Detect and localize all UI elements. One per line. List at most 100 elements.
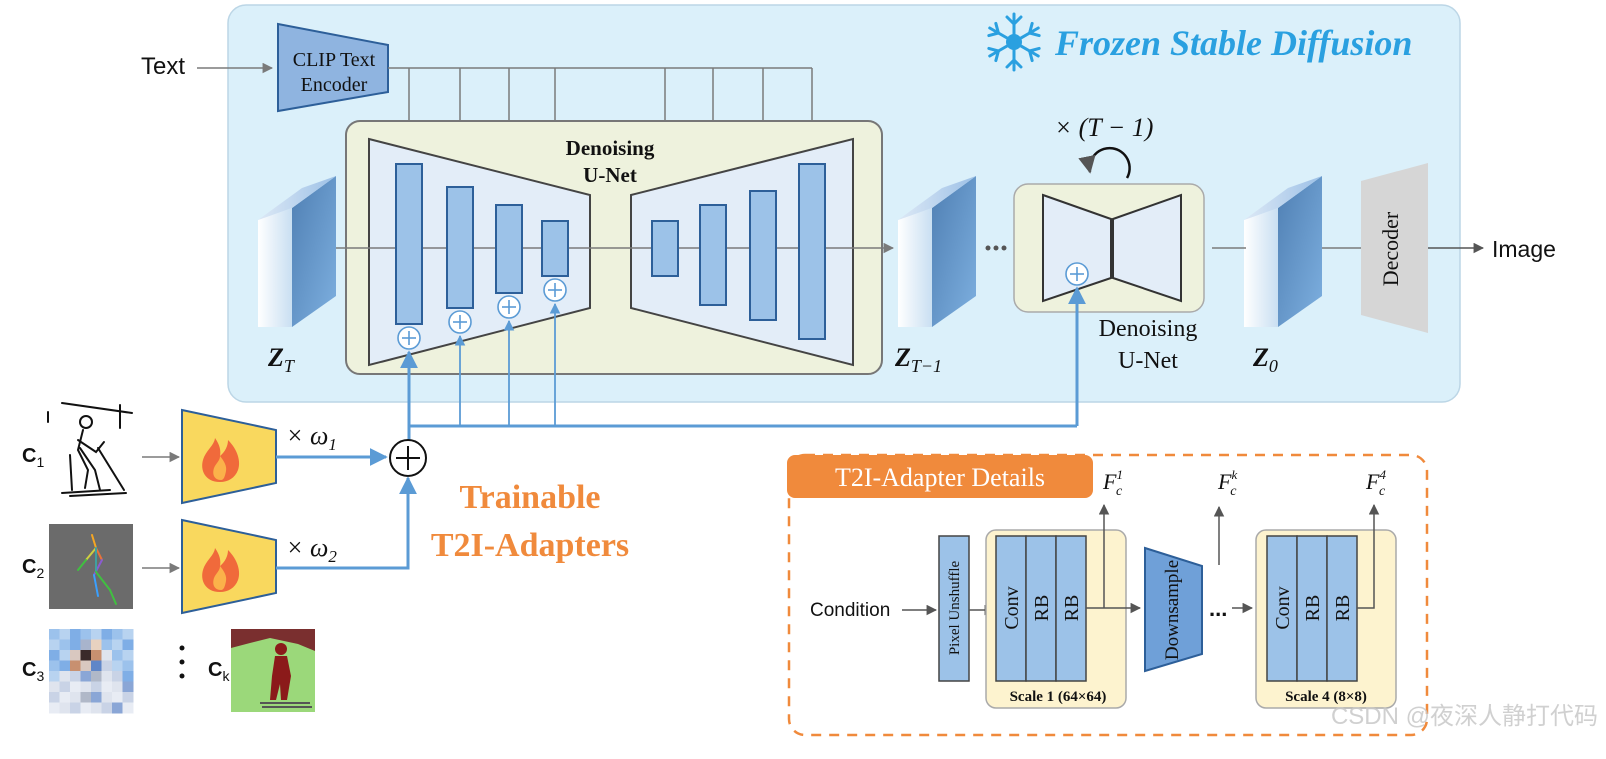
adapter-feature-lines: [400, 286, 1086, 440]
pixel-cell: [122, 671, 134, 682]
adapter-2: [181, 518, 277, 615]
pixel-cell: [59, 650, 71, 661]
pixel-cell: [91, 702, 102, 714]
feature-add-icons: [397, 278, 567, 350]
unet-decoder-blocks: [651, 163, 826, 340]
pixel-cell: [59, 660, 71, 672]
pixel-cell: [70, 650, 81, 661]
pixel-cell: [49, 692, 60, 703]
pixel-cell: [101, 671, 113, 682]
pixel-cell: [70, 671, 81, 682]
pixel-cell: [112, 639, 123, 651]
text-input-label: Text: [141, 53, 185, 80]
pixel-cell: [49, 639, 60, 651]
scale1-rb1-label: RB: [1031, 595, 1053, 622]
scale4-conv-label: Conv: [1272, 586, 1294, 629]
image-output-label: Image: [1492, 236, 1556, 262]
pixel-cell: [101, 629, 113, 640]
repeat-label: × (T − 1): [1055, 113, 1154, 142]
watermark: CSDN @夜深人静打代码: [1331, 703, 1598, 730]
pixel-cell: [122, 681, 134, 693]
pixel-cell: [112, 702, 123, 714]
pixel-cell: [112, 681, 123, 693]
downsample-block: Downsample: [1144, 546, 1203, 673]
pixel-cell: [122, 702, 134, 714]
adapter-to-sum-lines: [276, 448, 417, 570]
pixel-cell: [49, 629, 60, 640]
pixel-cell: [49, 702, 60, 714]
condition-image-segmentation: [231, 629, 315, 712]
condition-label-c3: C3: [22, 659, 44, 684]
pixel-cell: [122, 650, 134, 661]
pixel-cell: [112, 660, 123, 672]
pixel-cell: [80, 660, 92, 672]
pixel-cell: [59, 702, 71, 714]
latent-cube-z0: [1244, 176, 1322, 327]
condition-label-c2: C2: [22, 556, 44, 581]
pixel-cell: [49, 650, 60, 661]
pixel-cell: [101, 650, 113, 661]
pixel-cell: [49, 660, 60, 672]
pixel-cell: [91, 660, 102, 672]
weight-label-1: × ω1: [286, 421, 337, 454]
sequence-dots: [985, 245, 1007, 251]
pixel-cell: [91, 639, 102, 651]
pixel-unshuffle-label: Pixel Unshuffle: [947, 561, 963, 656]
latent-label-zt: ZT: [267, 343, 296, 376]
latent-cube-zt: [258, 176, 336, 327]
pixel-cell: [49, 681, 60, 693]
decoder-label: Decoder: [1378, 211, 1403, 286]
pixel-cell: [101, 660, 113, 672]
denoising-unet-repeat: Denoising U-Net: [1013, 183, 1205, 374]
adapter-feature-thin-lines: [454, 302, 561, 426]
scale4-block: Conv RB RB Scale 4 (8×8): [1255, 529, 1397, 709]
pixel-cell: [122, 660, 134, 672]
scale4-rb1-label: RB: [1302, 595, 1324, 622]
clip-label-line2: Encoder: [301, 74, 368, 96]
details-condition-label: Condition: [810, 600, 890, 621]
scale1-block: Conv RB RB Scale 1 (64×64): [985, 529, 1127, 709]
clip-text-encoder: CLIP Text Encoder: [277, 22, 389, 113]
unet1-label-line1: Denoising: [566, 136, 655, 160]
scale4-label: Scale 4 (8×8): [1285, 689, 1367, 705]
condition-ellipsis: [179, 645, 185, 679]
pixel-cell: [80, 681, 92, 693]
adapter-details-panel: T2I-Adapter Details: [787, 453, 1429, 737]
pixel-cell: [59, 671, 71, 682]
loop-arrow-icon: [1078, 146, 1131, 179]
pixel-cell: [70, 660, 81, 672]
pixel-cell: [101, 639, 113, 651]
pixel-cell: [80, 629, 92, 640]
pixel-cell: [59, 639, 71, 651]
vae-decoder: Decoder: [1361, 163, 1428, 333]
trainable-label-line1: Trainable: [459, 479, 600, 516]
pixel-cell: [59, 681, 71, 693]
latent-cube-zt1: [898, 176, 976, 327]
unet2-label-line2: U-Net: [1118, 348, 1178, 374]
pixel-cell: [112, 692, 123, 703]
condition-image-pose: [49, 524, 133, 609]
pixel-cell: [112, 629, 123, 640]
pixel-cell: [59, 692, 71, 703]
pixel-cell: [80, 692, 92, 703]
pixel-cell: [70, 681, 81, 693]
pixel-cell: [112, 650, 123, 661]
pixel-cell: [80, 671, 92, 682]
pixel-cell: [59, 629, 71, 640]
details-title: T2I-Adapter Details: [835, 463, 1045, 492]
pixel-cell: [70, 639, 81, 651]
unet-encoder-blocks: [395, 163, 569, 325]
unet2-label-line1: Denoising: [1099, 316, 1198, 342]
adapter-sum-node: [389, 439, 427, 477]
trainable-label-line2: T2I-Adapters: [431, 527, 629, 564]
condition-image-color: [49, 629, 134, 714]
pixel-cell: [91, 681, 102, 693]
pixel-cell: [91, 692, 102, 703]
condition-image-sketch: [47, 402, 133, 497]
pixel-cell: [80, 650, 92, 661]
pixel-cell: [122, 639, 134, 651]
frozen-title: Frozen Stable Diffusion: [1054, 23, 1412, 63]
condition-label-ck: Ck: [208, 659, 230, 684]
